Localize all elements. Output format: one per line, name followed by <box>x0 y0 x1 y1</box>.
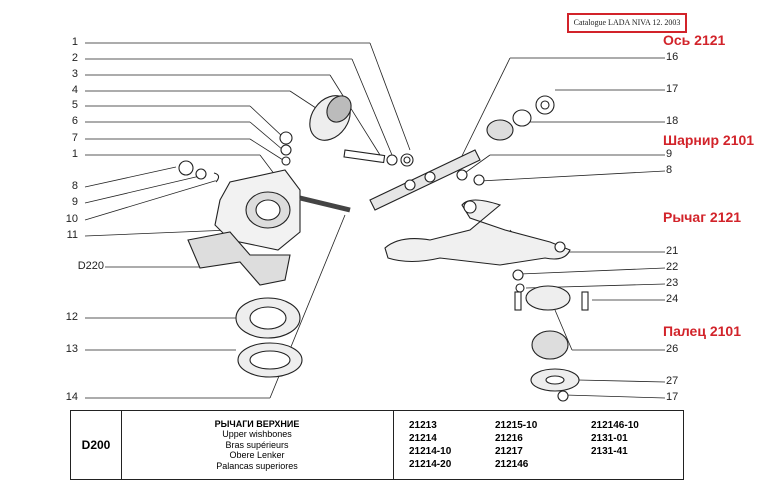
callout-9-right: 9 <box>666 148 673 160</box>
model-code: 21214 <box>409 433 437 444</box>
callout-24: 24 <box>666 293 679 305</box>
models-column-1: 21213 21214 21214-10 21214-20 <box>409 419 451 471</box>
callout-7: 7 <box>71 132 78 144</box>
model-code: 21217 <box>495 446 523 457</box>
models-column-3: 212146-10 2131-01 2131-41 <box>591 419 639 458</box>
title-ru: РЫЧАГИ ВЕРХНИЕ <box>214 418 300 429</box>
title-de: Obere Lenker <box>229 450 285 461</box>
model-code: 2131-41 <box>591 446 628 457</box>
parts-table-footer: D200 РЫЧАГИ ВЕРХНИЕ Upper wishbones Bras… <box>70 410 684 480</box>
callout-3: 3 <box>71 68 78 80</box>
callout-14: 14 <box>65 391 78 403</box>
model-code: 21215-10 <box>495 420 538 431</box>
callout-6: 6 <box>71 115 78 127</box>
callout-16: 16 <box>666 51 679 63</box>
callout-12: 12 <box>65 311 78 323</box>
callout-1a: 1 <box>71 36 78 48</box>
callout-10: 10 <box>65 213 78 225</box>
callout-8: 8 <box>71 180 78 192</box>
callout-13: 13 <box>65 343 78 355</box>
model-code: 212146 <box>495 459 529 470</box>
section-titles: РЫЧАГИ ВЕРХНИЕ Upper wishbones Bras supé… <box>121 411 394 479</box>
callout-26: 26 <box>666 343 679 355</box>
callout-d220: D220 <box>77 260 104 272</box>
title-es: Palancas superiores <box>216 460 298 471</box>
callout-1b: 1 <box>71 148 78 160</box>
callout-18: 18 <box>666 115 679 127</box>
model-code: 21214-20 <box>409 459 452 470</box>
model-code: 2131-01 <box>591 433 628 444</box>
annotation-pin: Палец 2101 <box>663 323 741 339</box>
callout-23: 23 <box>666 277 679 289</box>
callout-9: 9 <box>71 196 78 208</box>
annotation-joint: Шарнир 2101 <box>663 132 755 148</box>
callout-4: 4 <box>71 84 78 96</box>
callout-8-right: 8 <box>666 164 673 176</box>
catalogue-stamp: Catalogue LADA NIVA 12. 2003 <box>567 13 687 33</box>
section-code: D200 <box>71 411 122 479</box>
models-column-2: 21215-10 21216 21217 212146 <box>495 419 537 471</box>
callout-5: 5 <box>71 99 78 111</box>
model-code: 21213 <box>409 420 437 431</box>
model-code: 212146-10 <box>591 420 639 431</box>
callout-22: 22 <box>666 261 679 273</box>
callout-17a: 17 <box>666 83 679 95</box>
callout-17b: 17 <box>666 391 679 403</box>
model-code: 21214-10 <box>409 446 452 457</box>
callout-27: 27 <box>666 375 679 387</box>
annotation-arm: Рычаг 2121 <box>663 209 742 225</box>
callout-11: 11 <box>66 229 78 241</box>
title-en: Upper wishbones <box>222 429 292 440</box>
model-code: 21216 <box>495 433 523 444</box>
annotation-axle: Ось 2121 <box>663 32 726 48</box>
callout-21: 21 <box>666 245 679 257</box>
callout-2: 2 <box>71 52 78 64</box>
title-fr: Bras supérieurs <box>225 439 289 450</box>
